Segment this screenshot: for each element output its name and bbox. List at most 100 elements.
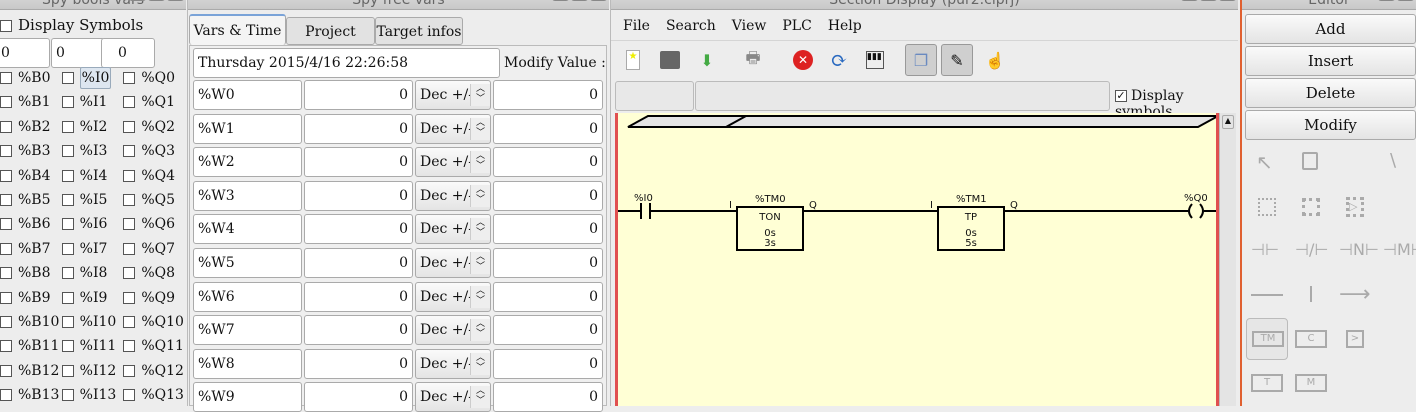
modify-value-input[interactable]: 0 [493,113,603,144]
bool-var-b8[interactable]: %B8 [0,265,62,281]
format-select[interactable]: Dec +/-︿﹀ [415,382,491,412]
bool-checkbox[interactable] [123,267,136,280]
horizontal-line-icon[interactable] [1251,294,1283,296]
insert-button[interactable]: Insert [1245,46,1416,76]
modify-button[interactable]: Modify [1245,110,1416,140]
bool-checkbox[interactable] [0,194,12,206]
bool-var-i6[interactable]: %I6 [61,216,124,232]
bool-var-b9[interactable]: %B9 [0,290,62,306]
bool-var-q5[interactable]: %Q5 [123,192,185,208]
bool-checkbox[interactable] [0,169,12,182]
bool-checkbox[interactable] [123,340,136,353]
tab-project-infos[interactable]: Project infos [286,17,375,68]
bool-var-i9[interactable]: %I9 [61,290,124,306]
modify-value-input[interactable]: 0 [493,80,603,110]
bool-checkbox[interactable] [0,72,12,84]
bool-checkbox[interactable] [123,242,136,255]
bool-var-i0[interactable]: %I0 [61,67,124,89]
bool-var-b2[interactable]: %B2 [0,119,62,135]
scroll-up-button[interactable]: ▲ [1222,115,1234,129]
add-button[interactable]: Add [1245,14,1416,44]
format-select[interactable]: Dec +/-︿﹀ [415,180,491,211]
bool-var-i4[interactable]: %I4 [61,168,124,184]
bool-checkbox[interactable] [0,145,12,158]
bool-var-b3[interactable]: %B3 [0,143,62,159]
bool-checkbox[interactable] [61,120,74,133]
modify-value-input[interactable]: 0 [493,348,603,379]
bool-var-q2[interactable]: %Q2 [123,119,185,135]
contact-open-icon[interactable]: ⊣⊢ [1251,240,1279,259]
format-select[interactable]: Dec +/-︿﹀ [415,147,491,178]
bool-var-b1[interactable]: %B1 [0,94,62,110]
bool-var-i10[interactable]: %I10 [61,314,124,330]
bool-checkbox[interactable] [0,340,12,353]
bool-var-q13[interactable]: %Q13 [123,387,185,403]
new-file-icon[interactable]: ★ [619,45,647,75]
bool-var-i1[interactable]: %I1 [61,94,124,110]
bool-checkbox[interactable] [0,364,12,377]
bool-checkbox[interactable] [61,389,74,402]
menu-help[interactable]: Help [827,18,862,34]
modify-value-input[interactable]: 0 [493,214,603,245]
rising-edge-icon[interactable]: ⊣N⊢ [1339,240,1379,259]
bool-checkbox[interactable] [61,291,74,304]
select-area-icon[interactable] [1258,198,1276,216]
modify-value-input[interactable]: 0 [493,147,603,178]
vertical-scrollbar[interactable]: ▲ [1219,113,1236,406]
bool-checkbox[interactable] [123,96,136,109]
menu-plc[interactable]: PLC [782,18,812,34]
open-folder-icon[interactable] [656,45,684,75]
bool-var-b7[interactable]: %B7 [0,241,62,257]
format-select[interactable]: Dec +/-︿﹀ [415,315,491,346]
bool-checkbox[interactable] [61,72,74,84]
bool-input-2[interactable]: 0 [51,38,105,68]
bool-checkbox[interactable] [61,145,74,158]
display-symbols-checkbox[interactable]: Display Symbols [0,16,143,34]
diagonal-line-icon[interactable]: \ [1390,150,1397,171]
bool-var-b6[interactable]: %B6 [0,216,62,232]
bool-checkbox[interactable] [123,72,136,84]
bool-var-q7[interactable]: %Q7 [123,241,185,257]
minimize-button[interactable] [1181,0,1198,1]
minimize-button[interactable] [1378,0,1395,1]
m-tool[interactable]: M [1295,374,1327,392]
bool-checkbox[interactable] [123,316,136,328]
menu-search[interactable]: Search [665,18,716,34]
print-icon[interactable]: 🖶 [745,47,761,67]
modify-value-input[interactable]: 0 [493,180,603,211]
download-icon[interactable]: ⬇ [700,50,714,70]
tab-target-infos[interactable]: Target infos [375,17,463,45]
format-select[interactable]: Dec +/-︿﹀ [415,348,491,379]
minimize-button[interactable] [129,0,146,1]
bool-checkbox[interactable] [123,291,136,304]
bool-var-i8[interactable]: %I8 [61,265,124,281]
format-select[interactable]: Dec +/-︿﹀ [415,214,491,245]
bool-checkbox[interactable] [61,242,74,255]
bool-var-q12[interactable]: %Q12 [123,363,185,379]
bool-var-i2[interactable]: %I2 [61,119,124,135]
bool-checkbox[interactable] [0,267,12,280]
bool-var-q0[interactable]: %Q0 [123,70,185,86]
close-button[interactable] [1219,0,1236,1]
falling-edge-icon[interactable]: ⊣M⊢ [1383,240,1416,259]
bool-var-i12[interactable]: %I12 [61,363,124,379]
bool-checkbox[interactable] [123,120,136,133]
bool-checkbox[interactable] [0,218,12,231]
bool-var-i11[interactable]: %I11 [61,338,124,354]
config-icon[interactable]: ▮▮▮ [861,45,889,75]
bool-var-i3[interactable]: %I3 [61,143,124,159]
bool-checkbox[interactable] [0,120,12,133]
format-select[interactable]: Dec +/-︿﹀ [415,281,491,312]
bool-checkbox[interactable] [61,340,74,353]
timer-tool-button[interactable]: TM [1246,318,1288,360]
eraser-icon[interactable] [1302,152,1318,170]
maximize-button[interactable] [1200,0,1217,1]
format-select[interactable]: Dec +/-︿﹀ [415,248,491,278]
bool-var-q11[interactable]: %Q11 [123,338,185,354]
properties-icon[interactable]: ☝ [985,50,1005,70]
bool-checkbox[interactable] [61,364,74,377]
bool-checkbox[interactable] [123,169,136,182]
block-select-icon[interactable] [1302,198,1320,216]
bool-var-i7[interactable]: %I7 [61,241,124,257]
close-button[interactable] [167,0,184,1]
